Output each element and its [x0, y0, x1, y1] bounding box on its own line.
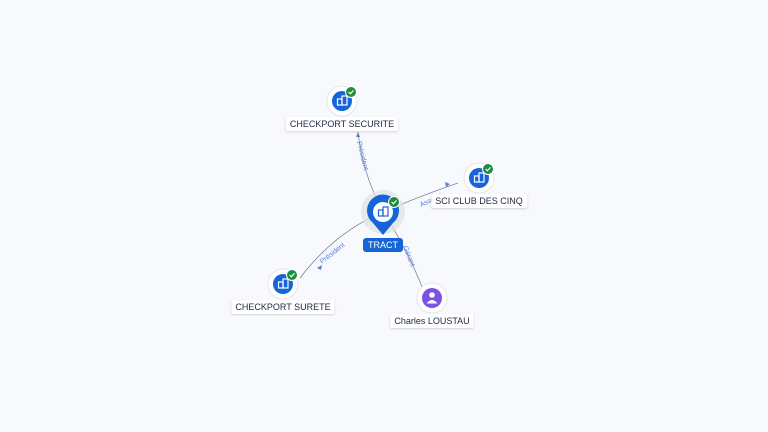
edge-label-checkport-securite: Président: [355, 141, 369, 171]
arrow-head-checkport-surete: [317, 265, 322, 270]
building-icon: [473, 172, 485, 183]
node-label-checkport-securite: CHECKPORT SECURITE: [285, 117, 399, 131]
node-checkport-surete[interactable]: [267, 268, 299, 300]
node-label-sci-club-des-cinq: SCI CLUB DES CINQ: [431, 194, 527, 208]
arrow-head-sci-club-des-cinq: [445, 182, 450, 187]
check-icon: [286, 269, 298, 281]
check-icon: [345, 86, 357, 98]
building-icon: [336, 95, 348, 106]
building-icon: [277, 278, 289, 289]
node-sci-club-des-cinq[interactable]: [463, 162, 495, 194]
center-node-label: TRACT: [363, 238, 403, 252]
node-tract[interactable]: [361, 190, 405, 235]
person-icon: [426, 292, 438, 304]
building-icon: [377, 206, 389, 217]
check-icon: [482, 163, 494, 175]
node-label-checkport-surete: CHECKPORT SURETE: [231, 300, 335, 314]
arrow-head-checkport-securite: [356, 132, 360, 137]
check-icon: [388, 196, 400, 208]
node-checkport-securite[interactable]: [326, 85, 358, 117]
node-charles-loustau[interactable]: [416, 282, 448, 314]
edge-label-checkport-surete: Président: [319, 242, 347, 266]
edge-label-charles-loustau: Gérant: [401, 245, 416, 268]
node-label-charles-loustau: Charles LOUSTAU: [390, 314, 474, 328]
